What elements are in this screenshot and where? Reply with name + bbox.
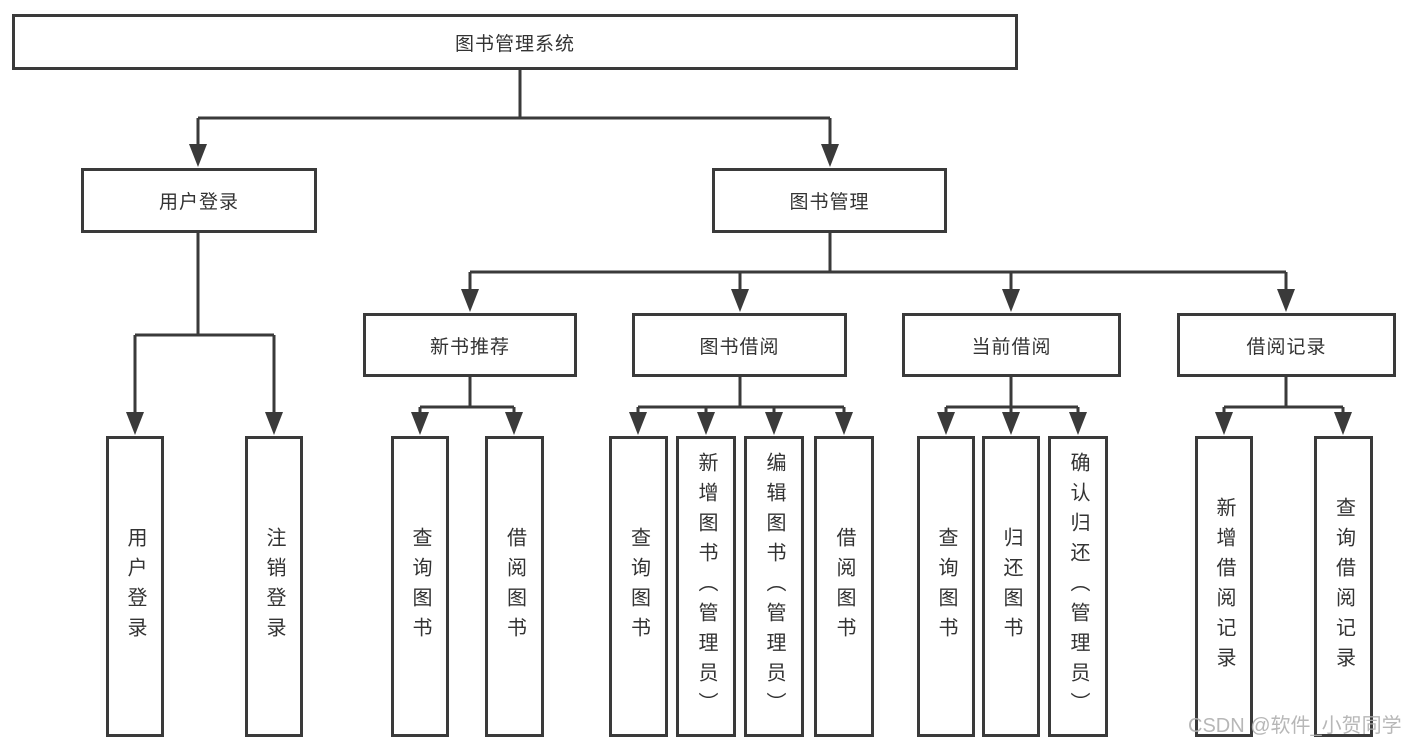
- leaf-query-borrow-record: 查询借阅记录: [1314, 436, 1373, 737]
- node-current-borrow: 当前借阅: [902, 313, 1121, 377]
- node-book-borrow: 图书借阅: [632, 313, 847, 377]
- edges-current-borrow: [937, 377, 1087, 435]
- edges-book-borrow: [629, 377, 853, 435]
- edges-root: [189, 70, 839, 167]
- node-borrow-records: 借阅记录: [1177, 313, 1396, 377]
- csdn-watermark: CSDN @软件_小贺同学: [1188, 715, 1402, 737]
- leaf-add-borrow-record: 新增借阅记录: [1195, 436, 1253, 737]
- leaf-recommend-query-books: 查询图书: [391, 436, 449, 737]
- leaf-logout-login-label: 注销登录: [263, 526, 285, 647]
- leaf-add-borrow-record-label: 新增借阅记录: [1213, 496, 1235, 677]
- leaf-borrow-books-label: 借阅图书: [833, 526, 855, 647]
- leaf-recommend-borrow-books-label: 借阅图书: [503, 526, 526, 647]
- node-new-book-recommend: 新书推荐: [363, 313, 577, 377]
- leaf-current-query-books-label: 查询图书: [935, 526, 957, 647]
- node-borrow-records-label: 借阅记录: [1246, 336, 1327, 358]
- node-user-login: 用户登录: [81, 168, 317, 233]
- leaf-recommend-borrow-books: 借阅图书: [485, 436, 544, 737]
- leaf-borrow-books: 借阅图书: [814, 436, 874, 737]
- node-user-login-label: 用户登录: [158, 192, 239, 213]
- leaf-user-login-label: 用户登录: [124, 526, 146, 647]
- leaf-recommend-query-books-label: 查询图书: [409, 526, 431, 647]
- node-book-management: 图书管理: [712, 168, 947, 233]
- node-current-borrow-label: 当前借阅: [971, 336, 1052, 358]
- leaf-query-borrow-record-label: 查询借阅记录: [1332, 496, 1355, 677]
- node-book-management-label: 图书管理: [789, 192, 870, 213]
- node-root: 图书管理系统: [12, 14, 1018, 70]
- leaf-add-books-admin: 新增图书（管理员）: [676, 436, 736, 737]
- edges-borrow-records: [1215, 377, 1352, 435]
- leaf-edit-books-admin-label: 编辑图书（管理员）: [763, 451, 785, 722]
- node-root-label: 图书管理系统: [454, 33, 575, 55]
- leaf-return-books: 归还图书: [982, 436, 1040, 737]
- edges-new-book-recommend: [411, 377, 523, 435]
- leaf-borrow-query-books: 查询图书: [609, 436, 668, 737]
- leaf-return-books-label: 归还图书: [1000, 526, 1022, 647]
- leaf-add-books-admin-label: 新增图书（管理员）: [695, 451, 717, 722]
- leaf-current-query-books: 查询图书: [917, 436, 975, 737]
- edges-book-management: [461, 233, 1295, 312]
- node-book-borrow-label: 图书借阅: [699, 336, 780, 358]
- leaf-confirm-return-admin-label: 确认归还（管理员）: [1067, 451, 1089, 722]
- node-new-book-recommend-label: 新书推荐: [429, 336, 510, 358]
- leaf-logout-login: 注销登录: [245, 436, 303, 737]
- leaf-edit-books-admin: 编辑图书（管理员）: [744, 436, 804, 737]
- leaf-borrow-query-books-label: 查询图书: [627, 526, 650, 647]
- leaf-confirm-return-admin: 确认归还（管理员）: [1048, 436, 1108, 737]
- leaf-user-login: 用户登录: [106, 436, 164, 737]
- edges-user-login: [126, 233, 283, 435]
